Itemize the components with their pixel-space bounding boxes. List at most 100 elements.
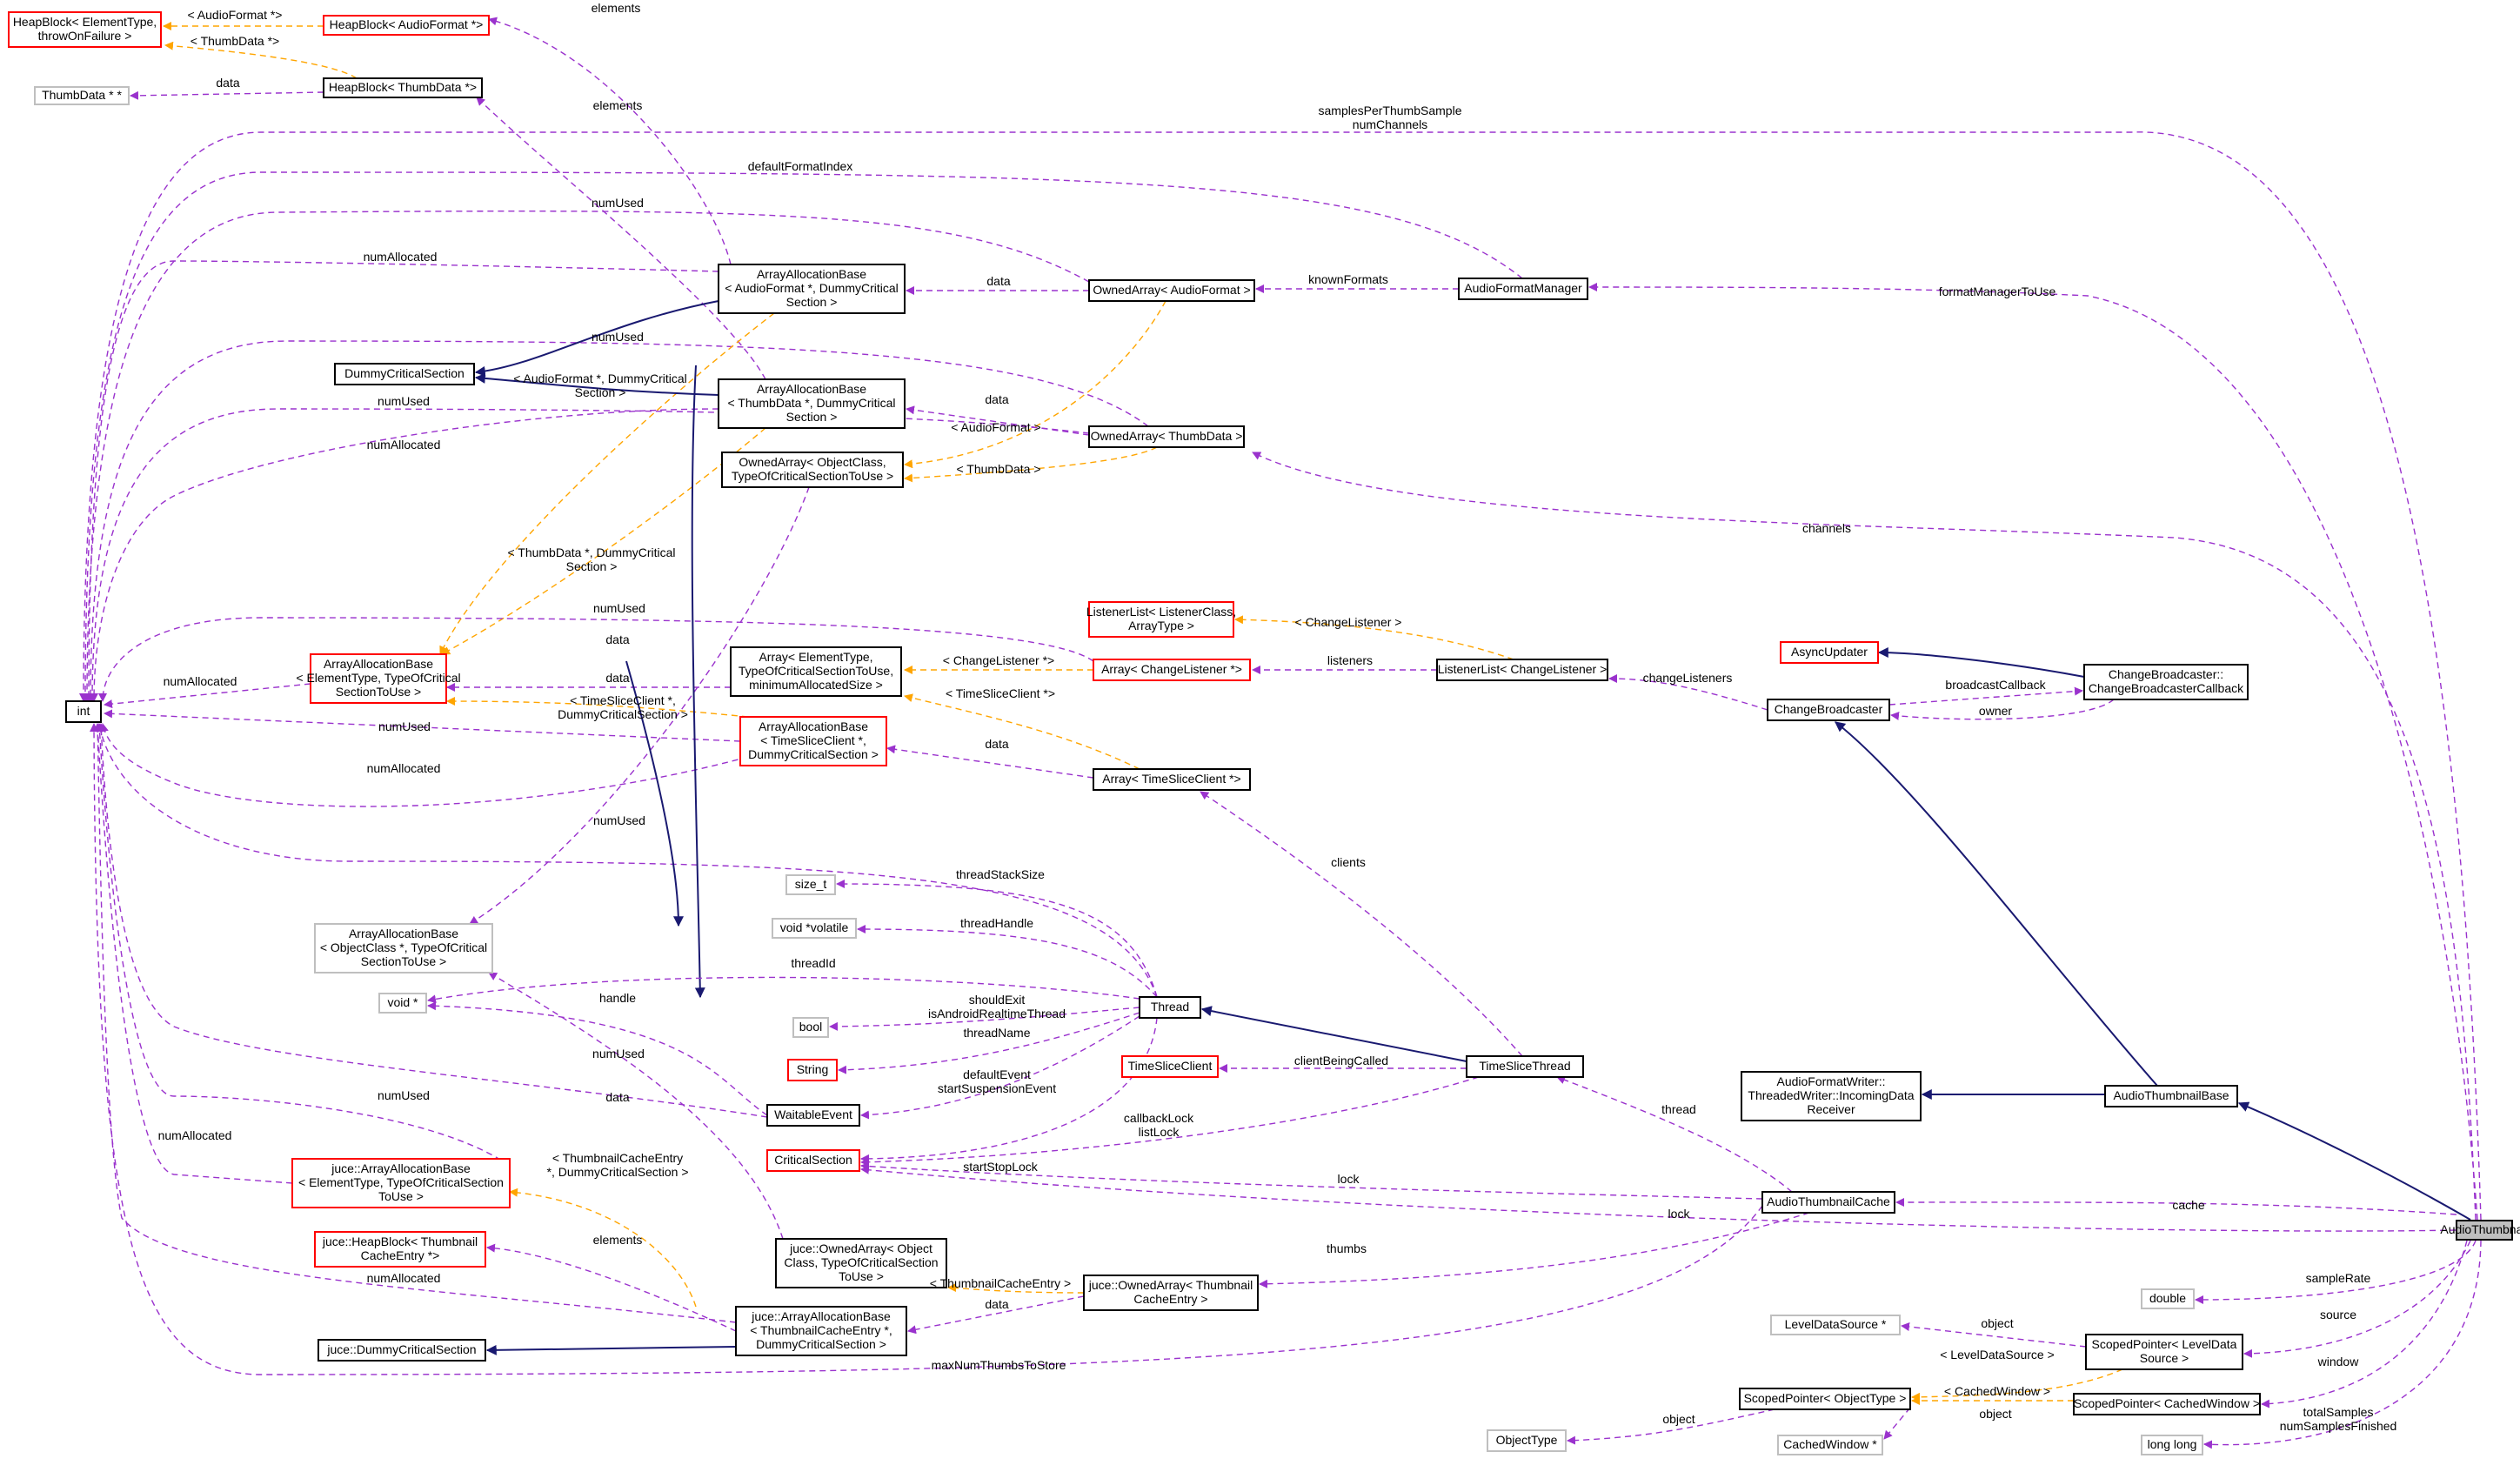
- class-node-label-afw: AudioFormatWriter::ThreadedWriter::Incom…: [1748, 1074, 1914, 1116]
- class-node-tsclient[interactable]: TimeSliceClient: [1121, 1055, 1219, 1078]
- class-node-listenerlist_tpl[interactable]: ListenerList< ListenerClass,ArrayType >: [1086, 601, 1236, 638]
- class-node-thumbdata_pp[interactable]: ThumbData * *: [34, 86, 130, 105]
- class-node-thread[interactable]: Thread: [1139, 996, 1201, 1019]
- class-node-string[interactable]: String: [787, 1059, 838, 1081]
- class-node-box-oa_td: [1088, 425, 1245, 448]
- class-node-waitableevent[interactable]: WaitableEvent: [766, 1104, 860, 1127]
- edge-e_data_oaocl: [469, 486, 810, 925]
- class-node-aab_tsc[interactable]: ArrayAllocationBase< TimeSliceClient *,D…: [739, 716, 887, 766]
- edge-label-e_elements2: elements: [593, 98, 643, 112]
- class-node-at[interactable]: AudioThumbnail: [2440, 1220, 2520, 1241]
- edge-label-e_numused_thread: numUsed: [593, 813, 645, 827]
- class-node-cb[interactable]: ChangeBroadcaster: [1767, 699, 1890, 721]
- class-node-longlong[interactable]: long long: [2141, 1435, 2203, 1455]
- class-node-heapblock_af[interactable]: HeapBlock< AudioFormat *>: [323, 15, 490, 36]
- edge-label-e_tpl_tce_dcs: < ThumbnailCacheEntry*, DummyCriticalSec…: [547, 1151, 689, 1179]
- class-node-label-aab_et: ArrayAllocationBase< ElementType, TypeOf…: [296, 657, 460, 699]
- edge-label-e_lock_at: lock: [1668, 1207, 1691, 1221]
- class-node-box-longlong: [2141, 1435, 2203, 1455]
- class-node-heapblock_td[interactable]: HeapBlock< ThumbData *>: [323, 77, 483, 98]
- class-node-label-criticalsection: CriticalSection: [774, 1153, 852, 1167]
- class-node-array_tsc[interactable]: Array< TimeSliceClient *>: [1093, 768, 1251, 791]
- class-node-asyncupdater[interactable]: AsyncUpdater: [1780, 641, 1879, 664]
- class-node-box-afm: [1458, 278, 1588, 300]
- class-node-box-atb: [2104, 1085, 2238, 1107]
- edge-label-e_lock_atc: lock: [1338, 1172, 1360, 1186]
- edge-label-e_startstoplock: startStopLock: [963, 1160, 1039, 1174]
- class-node-tsthread[interactable]: TimeSliceThread: [1466, 1055, 1584, 1078]
- edge-label-e_knownformats: knownFormats: [1308, 272, 1388, 286]
- class-node-j_aab_tce[interactable]: juce::ArrayAllocationBase< ThumbnailCach…: [735, 1306, 907, 1356]
- class-node-dcs[interactable]: DummyCriticalSection: [334, 363, 475, 385]
- class-node-box-sp_ot: [1739, 1388, 1911, 1410]
- edge-e_numalloc_aabaf: [84, 260, 719, 702]
- class-node-objecttype[interactable]: ObjectType: [1487, 1429, 1567, 1452]
- edge-label-e_tpl_tsc: < TimeSliceClient *>: [946, 686, 1055, 700]
- class-node-double[interactable]: double: [2141, 1288, 2195, 1309]
- class-node-sp_ot[interactable]: ScopedPointer< ObjectType >: [1739, 1388, 1911, 1410]
- class-node-box-bool: [792, 1017, 829, 1038]
- class-node-box-array_et: [730, 646, 902, 697]
- class-node-criticalsection[interactable]: CriticalSection: [766, 1149, 860, 1172]
- class-node-array_et[interactable]: Array< ElementType,TypeOfCriticalSection…: [730, 646, 902, 697]
- class-node-box-dcs: [334, 363, 475, 385]
- class-node-aab_oc[interactable]: ArrayAllocationBase< ObjectClass *, Type…: [314, 923, 493, 974]
- class-node-j_dcs[interactable]: juce::DummyCriticalSection: [318, 1339, 486, 1362]
- inheritance-edge-41: [691, 365, 705, 999]
- class-node-cbcb[interactable]: ChangeBroadcaster::ChangeBroadcasterCall…: [2083, 664, 2249, 700]
- edge-label-e_tpl_tsc_dcs: < TimeSliceClient *,DummyCriticalSection…: [558, 693, 688, 721]
- class-node-oa_td[interactable]: OwnedArray< ThumbData >: [1088, 425, 1245, 448]
- class-node-box-waitableevent: [766, 1104, 860, 1127]
- class-node-aab_af[interactable]: ArrayAllocationBase< AudioFormat *, Dumm…: [718, 264, 906, 314]
- class-node-void_p[interactable]: void *: [378, 993, 427, 1014]
- edge-label-e_numused_oatd: numUsed: [592, 330, 644, 344]
- class-node-lds_p[interactable]: LevelDataSource *: [1770, 1315, 1901, 1335]
- edge-label-e_tpl_af: < AudioFormat >: [951, 420, 1041, 434]
- class-node-heapblock_base[interactable]: HeapBlock< ElementType,throwOnFailure >: [8, 11, 162, 48]
- class-node-box-aab_et: [310, 653, 447, 704]
- class-node-afw[interactable]: AudioFormatWriter::ThreadedWriter::Incom…: [1741, 1071, 1922, 1121]
- class-node-label-array_tsc: Array< TimeSliceClient *>: [1102, 772, 1241, 786]
- class-node-array_cl[interactable]: Array< ChangeListener *>: [1093, 659, 1251, 681]
- class-node-int[interactable]: int: [65, 700, 102, 723]
- edge-label-e_channels: channels: [1802, 521, 1851, 535]
- class-node-box-j_aab_tce: [735, 1306, 907, 1356]
- class-node-cachedwindow_p[interactable]: CachedWindow *: [1777, 1435, 1883, 1455]
- class-node-aab_td[interactable]: ArrayAllocationBase< ThumbData *, DummyC…: [718, 378, 906, 429]
- class-node-aab_et[interactable]: ArrayAllocationBase< ElementType, TypeOf…: [296, 653, 461, 704]
- class-node-sp_cw[interactable]: ScopedPointer< CachedWindow >: [2073, 1393, 2261, 1415]
- edge-e_td_heap: [164, 41, 358, 79]
- edge-label-e_numalloc_jaabet: numAllocated: [158, 1128, 232, 1142]
- class-node-box-sp_cw: [2073, 1393, 2261, 1415]
- edge-e_elements1: [488, 17, 732, 265]
- class-node-oa_af[interactable]: OwnedArray< AudioFormat >: [1088, 279, 1255, 302]
- class-node-bool[interactable]: bool: [792, 1017, 829, 1038]
- class-node-box-j_oa_tce: [1083, 1275, 1259, 1311]
- class-node-j_aab_et[interactable]: juce::ArrayAllocationBase< ElementType, …: [291, 1158, 511, 1208]
- class-node-atb[interactable]: AudioThumbnailBase: [2104, 1085, 2238, 1107]
- class-node-afm[interactable]: AudioFormatManager: [1458, 278, 1588, 300]
- edge-label-e_thumbs: thumbs: [1327, 1241, 1367, 1255]
- edge-e_fmtm: [1588, 283, 2478, 1221]
- class-node-label-cachedwindow_p: CachedWindow *: [1783, 1437, 1877, 1451]
- class-node-box-j_aab_et: [291, 1158, 511, 1208]
- edge-e_tpl_td_dcs: [441, 427, 766, 655]
- class-node-oa_ocl[interactable]: OwnedArray< ObjectClass,TypeOfCriticalSe…: [721, 452, 904, 488]
- class-node-void_volatile[interactable]: void *volatile: [772, 918, 857, 939]
- edges-layer: [79, 17, 2482, 1449]
- class-node-size_t[interactable]: size_t: [785, 874, 836, 895]
- class-node-atc[interactable]: AudioThumbnailCache: [1761, 1191, 1895, 1214]
- class-node-listenerlist_cl[interactable]: ListenerList< ChangeListener >: [1436, 659, 1608, 681]
- edge-e_handle: [427, 1001, 768, 1116]
- class-node-label-bool: bool: [799, 1020, 822, 1034]
- edge-e_numused_oatd: [86, 340, 1149, 702]
